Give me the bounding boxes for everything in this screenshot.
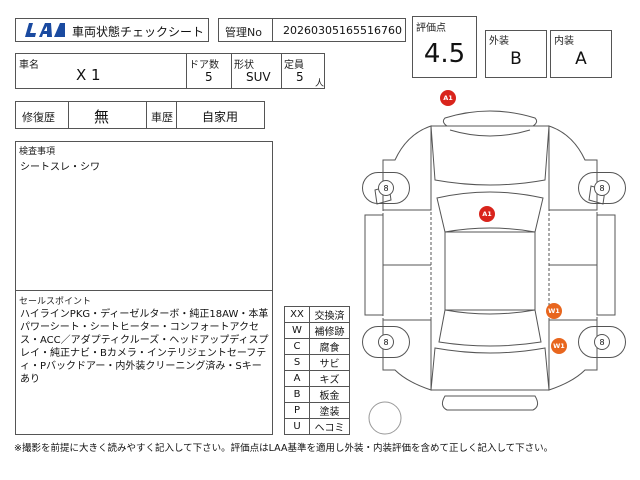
management-number-box: 管理No 20260305165516760 — [218, 18, 406, 42]
tire-rear-right-value: 8 — [594, 334, 610, 350]
interior-value: A — [575, 49, 587, 69]
management-number-value: 20260305165516760 — [283, 24, 402, 37]
legend-meaning: 交換済 — [309, 306, 350, 323]
sales-points-label: セールスポイント — [19, 297, 92, 307]
car-diagram — [364, 110, 616, 435]
repair-history-value: 無 — [94, 108, 110, 126]
footer-note: ※撮影を前提に大きく読みやすく記入して下さい。評価点はLAA基準を適用し外装・内… — [14, 443, 554, 454]
car-history-value: 自家用 — [202, 110, 239, 124]
tire-front-left: 8 — [362, 172, 410, 204]
repair-history-label: 修復歴 — [22, 111, 55, 124]
legend-code: W — [284, 322, 310, 339]
svg-text:LAA: LAA — [43, 31, 45, 34]
inspection-text: シートスレ・シワ — [20, 162, 100, 173]
capacity-unit: 人 — [315, 79, 325, 89]
body-shape-value: SUV — [246, 70, 271, 84]
legend-code: B — [284, 386, 310, 403]
legend-code: S — [284, 354, 310, 371]
car-name-label: 車名 — [19, 60, 39, 71]
header-title-box: LAA 車両状態チェックシート — [15, 18, 209, 42]
tire-front-left-value: 8 — [378, 180, 394, 196]
car-history-label: 車歴 — [151, 111, 173, 124]
exterior-label: 外装 — [489, 36, 509, 47]
legend-code: U — [284, 418, 310, 435]
capacity-value: 5 — [296, 70, 304, 84]
legend-meaning: 塗装 — [309, 402, 350, 419]
history-row: 修復歴 無 車歴 自家用 — [15, 101, 265, 129]
legend-meaning: 補修跡 — [309, 322, 350, 339]
interior-box: 内装 A — [550, 30, 612, 78]
management-number-label: 管理No — [225, 26, 262, 39]
damage-mark-hood: A1 — [479, 206, 495, 222]
score-label: 評価点 — [416, 23, 446, 34]
tire-front-right: 8 — [578, 172, 626, 204]
interior-label: 内装 — [554, 36, 574, 47]
damage-mark-rear-fender-1: W1 — [546, 303, 562, 319]
inspection-label: 検査事項 — [19, 147, 56, 157]
legend-code: A — [284, 370, 310, 387]
tire-rear-left: 8 — [362, 326, 410, 358]
legend-code: P — [284, 402, 310, 419]
score-box: 評価点 4.5 — [412, 16, 477, 78]
damage-mark-front-bumper: A1 — [440, 90, 456, 106]
legend-code: XX — [284, 306, 310, 323]
score-value: 4.5 — [423, 39, 466, 69]
exterior-box: 外装 B — [485, 30, 547, 78]
damage-mark-rear-fender-2: W1 — [551, 338, 567, 354]
door-count-label: ドア数 — [189, 60, 219, 71]
sales-points-text: ハイラインPKG・ディーゼルターボ・純正18AW・本革パワーシート・シートヒータ… — [20, 309, 269, 385]
legend-meaning: キズ — [309, 370, 350, 387]
remarks-box: 検査事項 シートスレ・シワ セールスポイント ハイラインPKG・ディーゼルターボ… — [15, 141, 273, 435]
legend-meaning: 腐食 — [309, 338, 350, 355]
capacity-label: 定員 — [284, 60, 304, 71]
vehicle-info-row: 車名 X 1 ドア数 5 形状 SUV 定員 5 人 — [15, 53, 325, 89]
car-name-value: X 1 — [76, 66, 101, 84]
exterior-value: B — [510, 49, 522, 69]
tire-rear-left-value: 8 — [378, 334, 394, 350]
legend-meaning: サビ — [309, 354, 350, 371]
tire-front-right-value: 8 — [594, 180, 610, 196]
door-count-value: 5 — [205, 70, 213, 84]
body-shape-label: 形状 — [234, 60, 254, 71]
tire-rear-right: 8 — [578, 326, 626, 358]
laa-logo: LAA — [21, 21, 65, 39]
page-title: 車両状態チェックシート — [72, 25, 205, 39]
legend-meaning: 板金 — [309, 386, 350, 403]
legend-code: C — [284, 338, 310, 355]
legend-meaning: ヘコミ — [309, 418, 350, 435]
